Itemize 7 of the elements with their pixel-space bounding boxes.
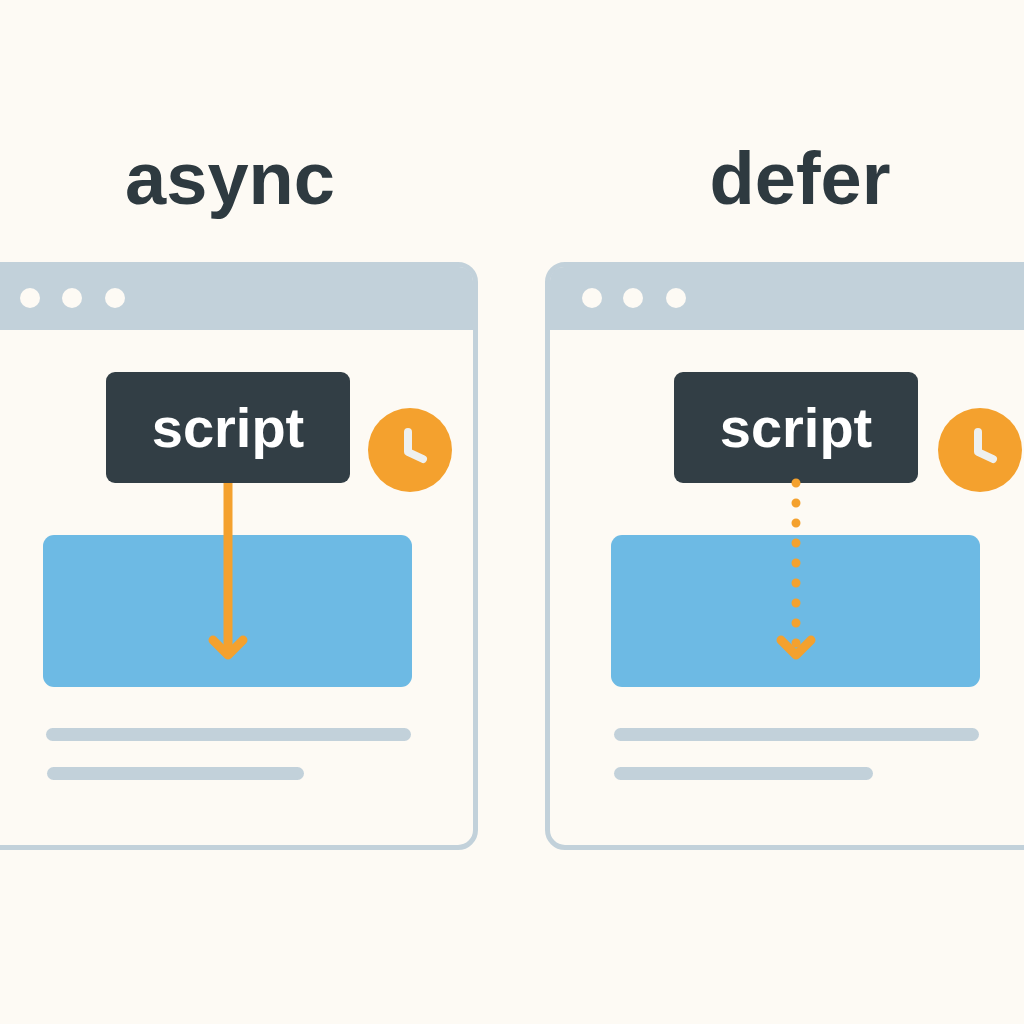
panel-heading: defer: [709, 142, 891, 216]
content-block: [611, 535, 980, 687]
dotted-arrow: [776, 478, 816, 660]
script-block: script: [106, 372, 350, 483]
arrow: [208, 483, 248, 660]
content-block: [43, 535, 412, 687]
script-block: script: [674, 372, 918, 483]
